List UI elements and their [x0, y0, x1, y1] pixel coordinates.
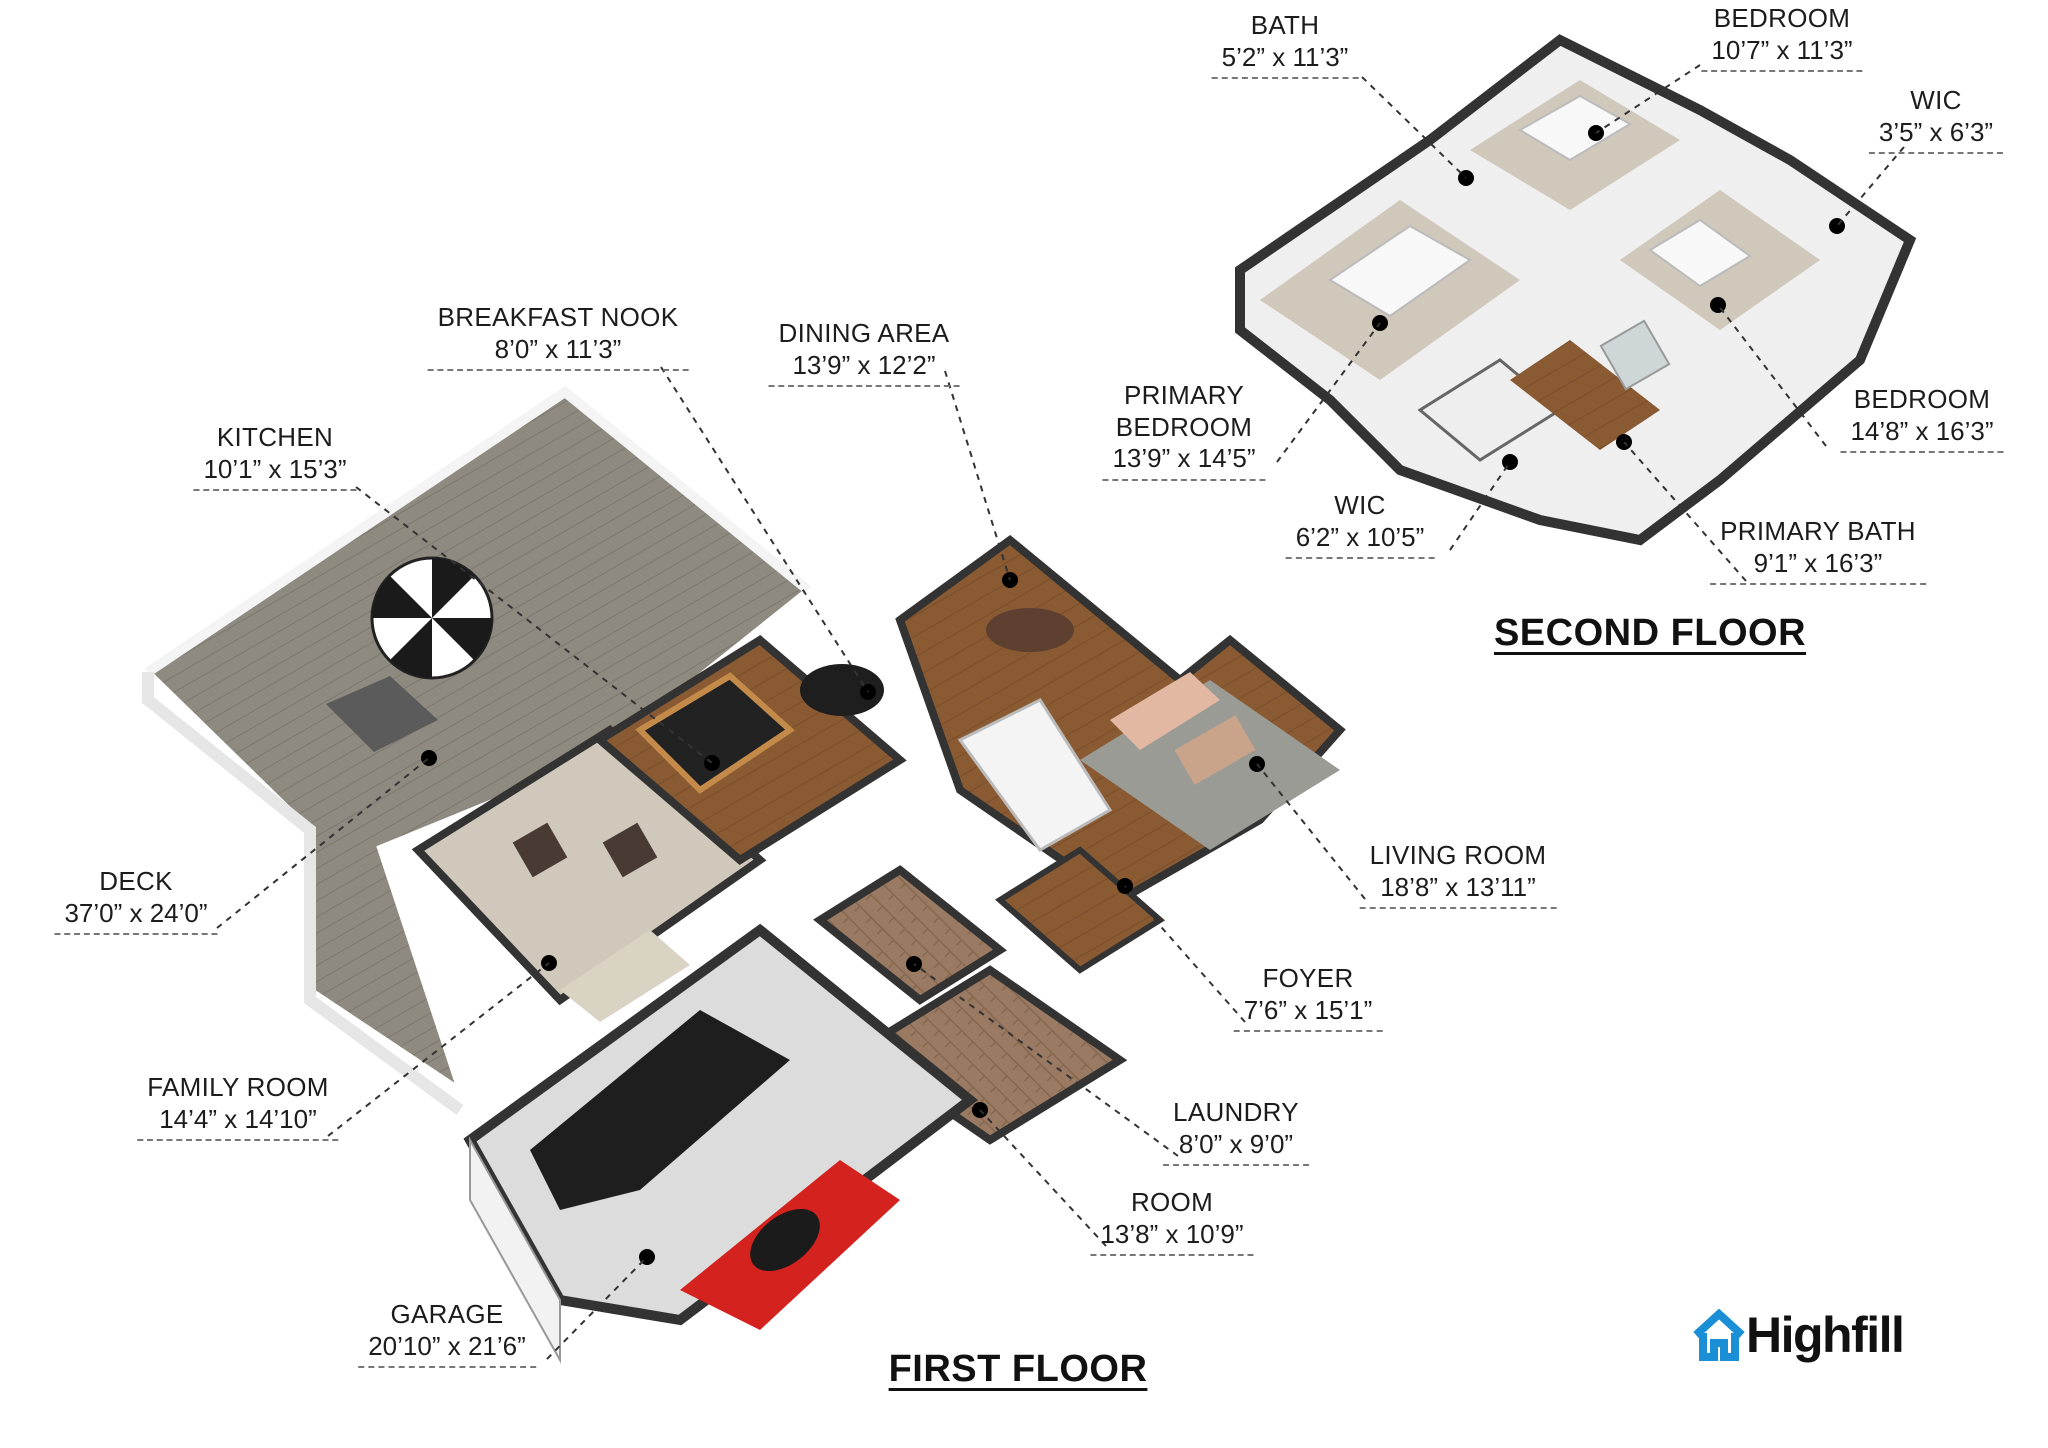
foyer-floor: [994, 846, 1166, 974]
kitchen-counter: [635, 672, 795, 794]
shower: [1599, 319, 1671, 391]
room-label-bedroom-1: BEDROOM 10’7” x 11’3”: [1701, 3, 1863, 73]
primary-bed: [1328, 224, 1472, 318]
room-label-dining-area: DINING AREA 13’9” x 12’2”: [768, 318, 960, 388]
room-label-garage: GARAGE 20’10” x 21’6”: [358, 1299, 536, 1369]
umbrella-stripes: [372, 558, 492, 678]
coffee-table: [1174, 715, 1256, 785]
second-floor-outline: [1235, 34, 1917, 546]
family-room-sofa: [560, 930, 690, 1022]
deck-sofa: [326, 676, 438, 752]
deck-railing-side: [142, 672, 464, 1115]
room-label-laundry: LAUNDRY 8’0” x 9’0”: [1163, 1097, 1309, 1167]
room-label-kitchen: KITCHEN 10’1” x 15’3”: [193, 422, 357, 492]
primary-bedroom-line2: BEDROOM: [1115, 411, 1253, 442]
second-floor-title: SECOND FLOOR: [1493, 612, 1807, 654]
room-label-bedroom-2: BEDROOM 14’8” x 16’3”: [1840, 384, 2004, 454]
red-car-top: [750, 1208, 820, 1272]
room-label-living-room: LIVING ROOM 18’8” x 13’11”: [1359, 840, 1557, 910]
bedroom-top-bed: [1518, 94, 1632, 162]
room-label-primary-bath: PRIMARY BATH 9’1” x 16’3”: [1710, 516, 1926, 586]
living-sofa: [1110, 672, 1220, 750]
brand-name: Highfill: [1746, 1307, 1905, 1363]
primary-bath-floor: [1510, 340, 1660, 450]
dining-table: [986, 608, 1074, 652]
room-label-room: ROOM 13’8” x 10’9”: [1090, 1187, 1254, 1257]
room-label-bath: BATH 5’2” x 11’3”: [1211, 10, 1359, 80]
house-icon: [1693, 1309, 1745, 1361]
deck-railing: [145, 385, 812, 677]
leader-lines: [216, 64, 1905, 1360]
room-label-wic-2: WIC 3’5” x 6’3”: [1868, 85, 2004, 155]
room-label-foyer: FOYER 7’6” x 15’1”: [1233, 963, 1383, 1033]
room-label-breakfast-nook: BREAKFAST NOOK 8’0” x 11’3”: [427, 302, 689, 372]
room-label-primary-bedroom: PRIMARY BEDROOM 13’9” x 14’5”: [1102, 380, 1266, 482]
family-room-chair: [512, 822, 568, 878]
first-floor-room-markers: [421, 572, 1265, 1265]
garage-wall-front: [469, 1136, 561, 1364]
staircase: [957, 698, 1113, 852]
brand-logo: Highfill: [1692, 1306, 1905, 1364]
bedroom-right-bed: [1648, 218, 1752, 288]
laundry-floor: [813, 865, 1007, 1005]
room-label-deck: DECK 37’0” x 24’0”: [54, 866, 218, 936]
second-floor-model: [1235, 34, 1917, 546]
first-floor-model: [142, 385, 1346, 1364]
black-suv: [530, 1010, 790, 1210]
family-room-chair: [602, 822, 658, 878]
room-label-wic-1: WIC 6’2” x 10’5”: [1285, 490, 1435, 560]
room-label-family-room: FAMILY ROOM 14’4” x 14’10”: [137, 1072, 339, 1142]
breakfast-table: [800, 664, 884, 716]
first-floor-title: FIRST FLOOR: [888, 1348, 1148, 1390]
